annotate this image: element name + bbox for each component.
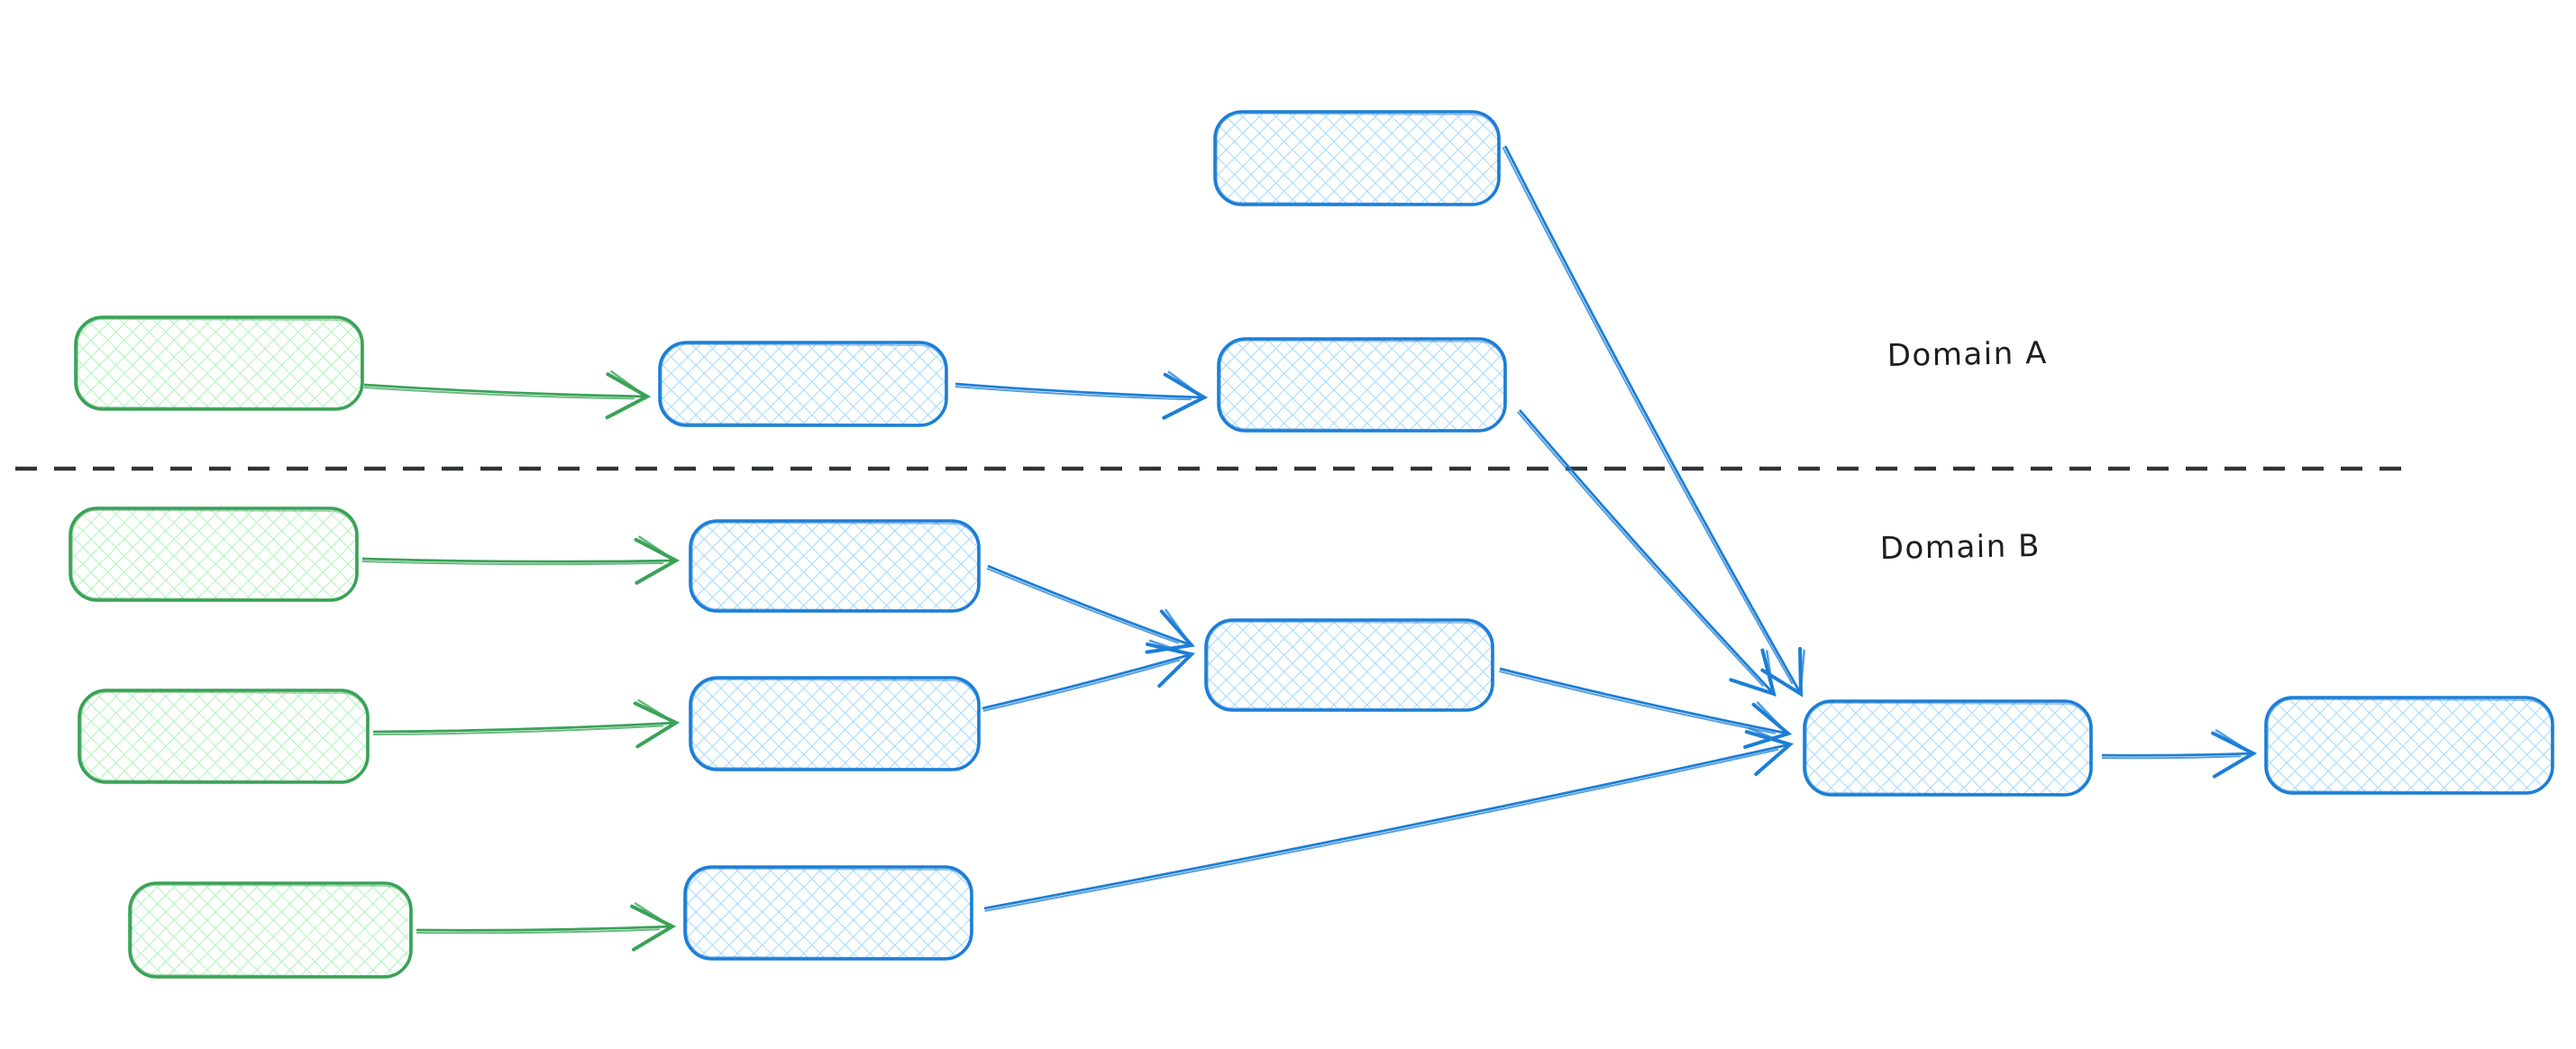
blue-box-b1[interactable] — [689, 519, 981, 613]
blue-box-b3[interactable] — [683, 865, 973, 961]
green-box-b2-border-sketch — [80, 691, 368, 782]
edge-a2-to-converge[interactable] — [1516, 409, 1777, 698]
blue-box-a2-border-sketch — [1219, 340, 1505, 431]
blue-box-b3-fill — [685, 867, 972, 959]
blue-box-a1-border — [658, 341, 948, 427]
edge-b3-to-converge-line — [983, 727, 1795, 910]
edge-b1-to-merge-sketch-stroke — [986, 567, 1180, 644]
blue-box-b2-fill — [690, 678, 979, 770]
green-box-b2-border — [78, 689, 370, 784]
blue-box-converge[interactable] — [1803, 699, 2093, 797]
edge-merge-to-converge[interactable] — [1499, 667, 1793, 749]
blue-box-a1-fill — [660, 342, 946, 425]
blue-box-top-border — [1213, 110, 1501, 206]
green-box-b1-fill — [70, 508, 357, 600]
edge-green-b1-to-b1-sketch-stroke — [361, 561, 664, 566]
blue-box-b-merge-border-sketch — [1207, 621, 1493, 710]
edge-b3-to-converge-sketch-stroke — [984, 748, 1779, 912]
blue-box-b2-border-sketch — [691, 679, 979, 770]
blue-box-b-merge[interactable] — [1204, 618, 1494, 712]
edge-b2-to-merge[interactable] — [982, 639, 1196, 712]
blue-box-final-border-sketch — [2266, 698, 2553, 793]
blue-box-b-merge-fill — [1206, 620, 1493, 710]
blue-box-converge-border-sketch — [1805, 702, 2091, 795]
blue-box-converge-border — [1803, 699, 2093, 797]
edge-b2-to-merge-sketch-stroke — [982, 659, 1181, 712]
blue-box-b3-border-sketch — [686, 868, 972, 959]
green-box-a-border — [74, 315, 364, 411]
green-box-b1-border — [69, 506, 359, 602]
blue-box-final-fill — [2266, 698, 2553, 793]
edge-top-to-converge-line — [1503, 145, 1805, 698]
blue-box-b1-border-sketch — [691, 522, 979, 611]
blue-box-a2[interactable] — [1217, 337, 1507, 433]
blue-box-a1-border-sketch — [661, 343, 946, 425]
blue-box-b2[interactable] — [689, 676, 981, 771]
edge-top-to-converge-sketch-stroke — [1502, 146, 1794, 685]
green-box-b1-border-sketch — [71, 509, 357, 600]
edge-green-b3-to-b3[interactable] — [416, 902, 677, 952]
edge-green-a-to-a1-line — [363, 370, 652, 420]
blue-box-top-fill — [1215, 112, 1499, 205]
edge-green-b2-to-b2[interactable] — [372, 698, 681, 749]
blue-box-converge-fill — [1804, 701, 2091, 795]
edge-b1-to-merge-line — [987, 564, 1195, 654]
edge-green-a-to-a1-sketch-stroke — [363, 386, 635, 400]
edge-merge-to-converge-line — [1499, 667, 1793, 749]
blue-box-final[interactable] — [2264, 696, 2554, 795]
edge-top-to-converge[interactable] — [1502, 145, 1805, 698]
edge-green-b2-to-b2-line — [372, 698, 681, 749]
edge-b2-to-merge-line — [982, 639, 1196, 710]
green-box-b3-border-sketch — [131, 884, 411, 977]
blue-box-b2-border — [689, 676, 981, 771]
blue-box-final-border — [2264, 696, 2554, 795]
blue-box-b1-border — [689, 519, 981, 613]
edge-green-b3-to-b3-line — [416, 902, 677, 952]
edge-b1-to-merge[interactable] — [986, 564, 1195, 654]
blue-box-top-border-sketch — [1216, 113, 1499, 205]
edge-a1-to-a2[interactable] — [955, 370, 1209, 420]
green-box-a-fill — [76, 317, 362, 409]
edge-green-b2-to-b2-sketch-stroke — [373, 725, 664, 735]
blue-box-a2-border — [1217, 337, 1507, 433]
edge-converge-to-final-line — [2101, 729, 2258, 779]
edge-green-a-to-a1[interactable] — [363, 370, 652, 420]
green-box-b3-border — [128, 881, 413, 979]
edge-a1-to-a2-line — [955, 370, 1209, 420]
blue-box-a1[interactable] — [658, 341, 948, 427]
edge-merge-to-converge-sketch-stroke — [1499, 670, 1776, 734]
nodes-layer — [69, 110, 2554, 979]
edge-green-b1-to-b1[interactable] — [361, 535, 681, 585]
domain-b-label: Domain B — [1879, 528, 2041, 567]
green-box-a[interactable] — [74, 315, 364, 411]
edge-converge-to-final[interactable] — [2101, 729, 2258, 779]
edge-b3-to-converge[interactable] — [983, 727, 1795, 912]
edge-a2-to-converge-line — [1518, 409, 1777, 698]
blue-box-a2-fill — [1219, 339, 1505, 431]
edge-green-b1-to-b1-line — [361, 535, 681, 585]
blue-box-b1-fill — [690, 521, 979, 611]
blue-box-top[interactable] — [1213, 110, 1501, 206]
green-box-a-border-sketch — [77, 318, 362, 409]
domain-a-label: Domain A — [1886, 335, 2048, 374]
blue-box-b-merge-border — [1204, 618, 1494, 712]
green-box-b2-fill — [79, 690, 368, 782]
blue-box-b3-border — [683, 865, 973, 961]
green-box-b3[interactable] — [128, 881, 413, 979]
green-box-b2[interactable] — [78, 689, 370, 784]
green-box-b3-fill — [130, 883, 411, 977]
green-box-b1[interactable] — [69, 506, 359, 602]
edges-layer — [15, 145, 2402, 952]
